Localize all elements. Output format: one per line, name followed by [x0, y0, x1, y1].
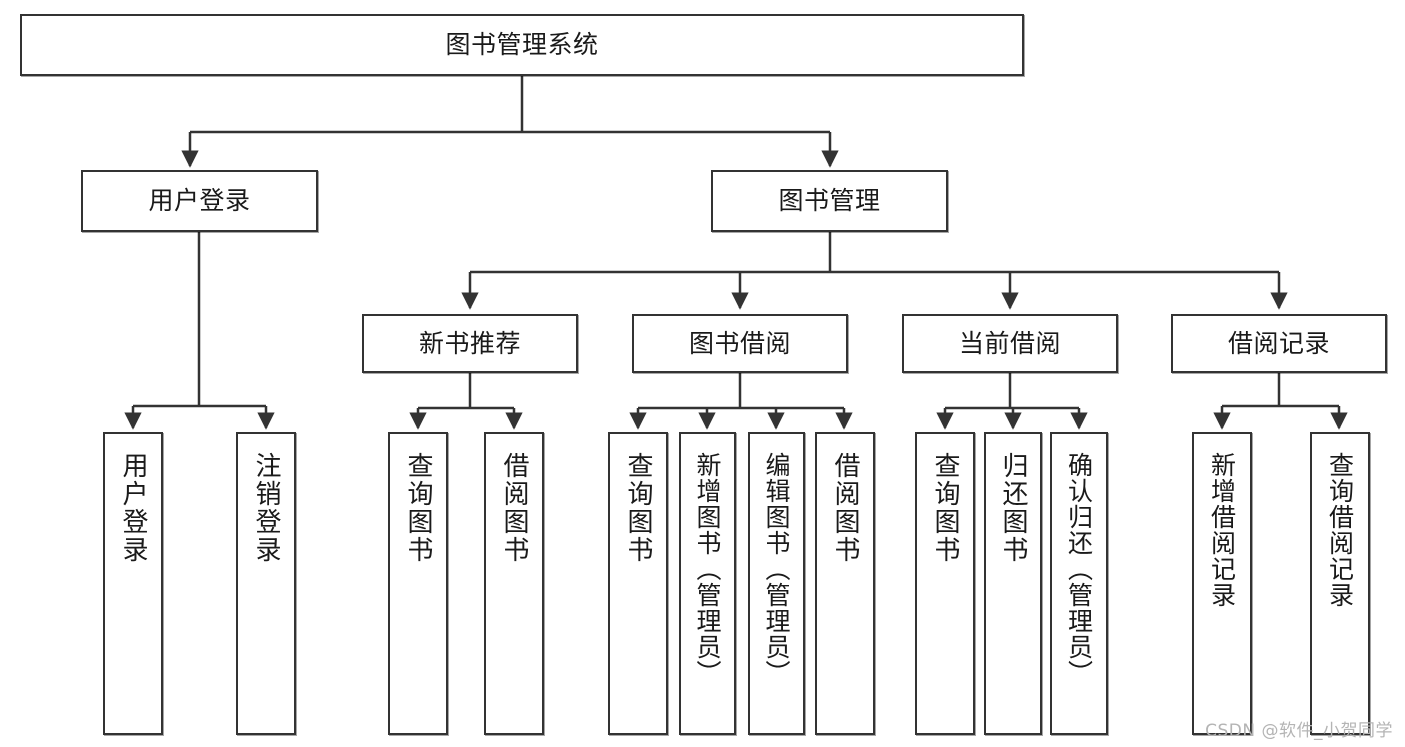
- node-leaf-records-add[interactable]: 新增借阅记录: [1192, 432, 1252, 735]
- node-leaf-user-logout-label: 注销登录: [251, 452, 282, 564]
- node-root[interactable]: 图书管理系统: [20, 14, 1024, 76]
- node-leaf-borrow-borrow[interactable]: 借阅图书: [815, 432, 875, 735]
- node-leaf-user-logout[interactable]: 注销登录: [236, 432, 296, 735]
- node-leaf-borrow-edit[interactable]: 编辑图书（管理员）: [748, 432, 805, 735]
- node-leaf-user-login[interactable]: 用户登录: [103, 432, 163, 735]
- node-new-book-recommend-label: 新书推荐: [418, 328, 521, 358]
- node-leaf-current-return[interactable]: 归还图书: [984, 432, 1042, 735]
- node-leaf-newbook-query[interactable]: 查询图书: [388, 432, 448, 735]
- node-leaf-current-query[interactable]: 查询图书: [915, 432, 975, 735]
- node-leaf-current-confirm-label: 确认归还（管理员）: [1064, 452, 1094, 686]
- node-leaf-borrow-edit-label: 编辑图书（管理员）: [762, 452, 791, 686]
- node-leaf-borrow-add[interactable]: 新增图书（管理员）: [679, 432, 736, 735]
- csdn-watermark: CSDN @软件_小贺同学: [1205, 721, 1393, 741]
- node-leaf-records-add-label: 新增借阅记录: [1207, 452, 1237, 608]
- node-leaf-newbook-borrow-label: 借阅图书: [499, 452, 530, 564]
- node-root-label: 图书管理系统: [445, 30, 599, 60]
- node-borrow-records-label: 借阅记录: [1227, 328, 1330, 358]
- node-leaf-borrow-query-label: 查询图书: [623, 452, 654, 564]
- node-book-management[interactable]: 图书管理: [711, 170, 948, 232]
- node-leaf-newbook-query-label: 查询图书: [403, 452, 434, 564]
- node-leaf-borrow-query[interactable]: 查询图书: [608, 432, 668, 735]
- node-borrow-records[interactable]: 借阅记录: [1171, 314, 1387, 373]
- node-leaf-borrow-borrow-label: 借阅图书: [830, 452, 861, 564]
- node-new-book-recommend[interactable]: 新书推荐: [362, 314, 578, 373]
- node-leaf-records-query[interactable]: 查询借阅记录: [1310, 432, 1370, 735]
- node-leaf-borrow-add-label: 新增图书（管理员）: [693, 452, 722, 686]
- node-leaf-current-return-label: 归还图书: [998, 452, 1029, 564]
- node-user-login[interactable]: 用户登录: [81, 170, 318, 232]
- node-leaf-user-login-label: 用户登录: [118, 452, 149, 564]
- node-book-management-label: 图书管理: [778, 186, 881, 216]
- node-user-login-label: 用户登录: [148, 186, 251, 216]
- node-current-borrow[interactable]: 当前借阅: [902, 314, 1118, 373]
- node-leaf-records-query-label: 查询借阅记录: [1325, 452, 1355, 608]
- node-leaf-current-confirm[interactable]: 确认归还（管理员）: [1050, 432, 1108, 735]
- node-leaf-current-query-label: 查询图书: [930, 452, 961, 564]
- node-book-borrow[interactable]: 图书借阅: [632, 314, 848, 373]
- node-leaf-newbook-borrow[interactable]: 借阅图书: [484, 432, 544, 735]
- node-current-borrow-label: 当前借阅: [958, 328, 1061, 358]
- node-book-borrow-label: 图书借阅: [688, 328, 791, 358]
